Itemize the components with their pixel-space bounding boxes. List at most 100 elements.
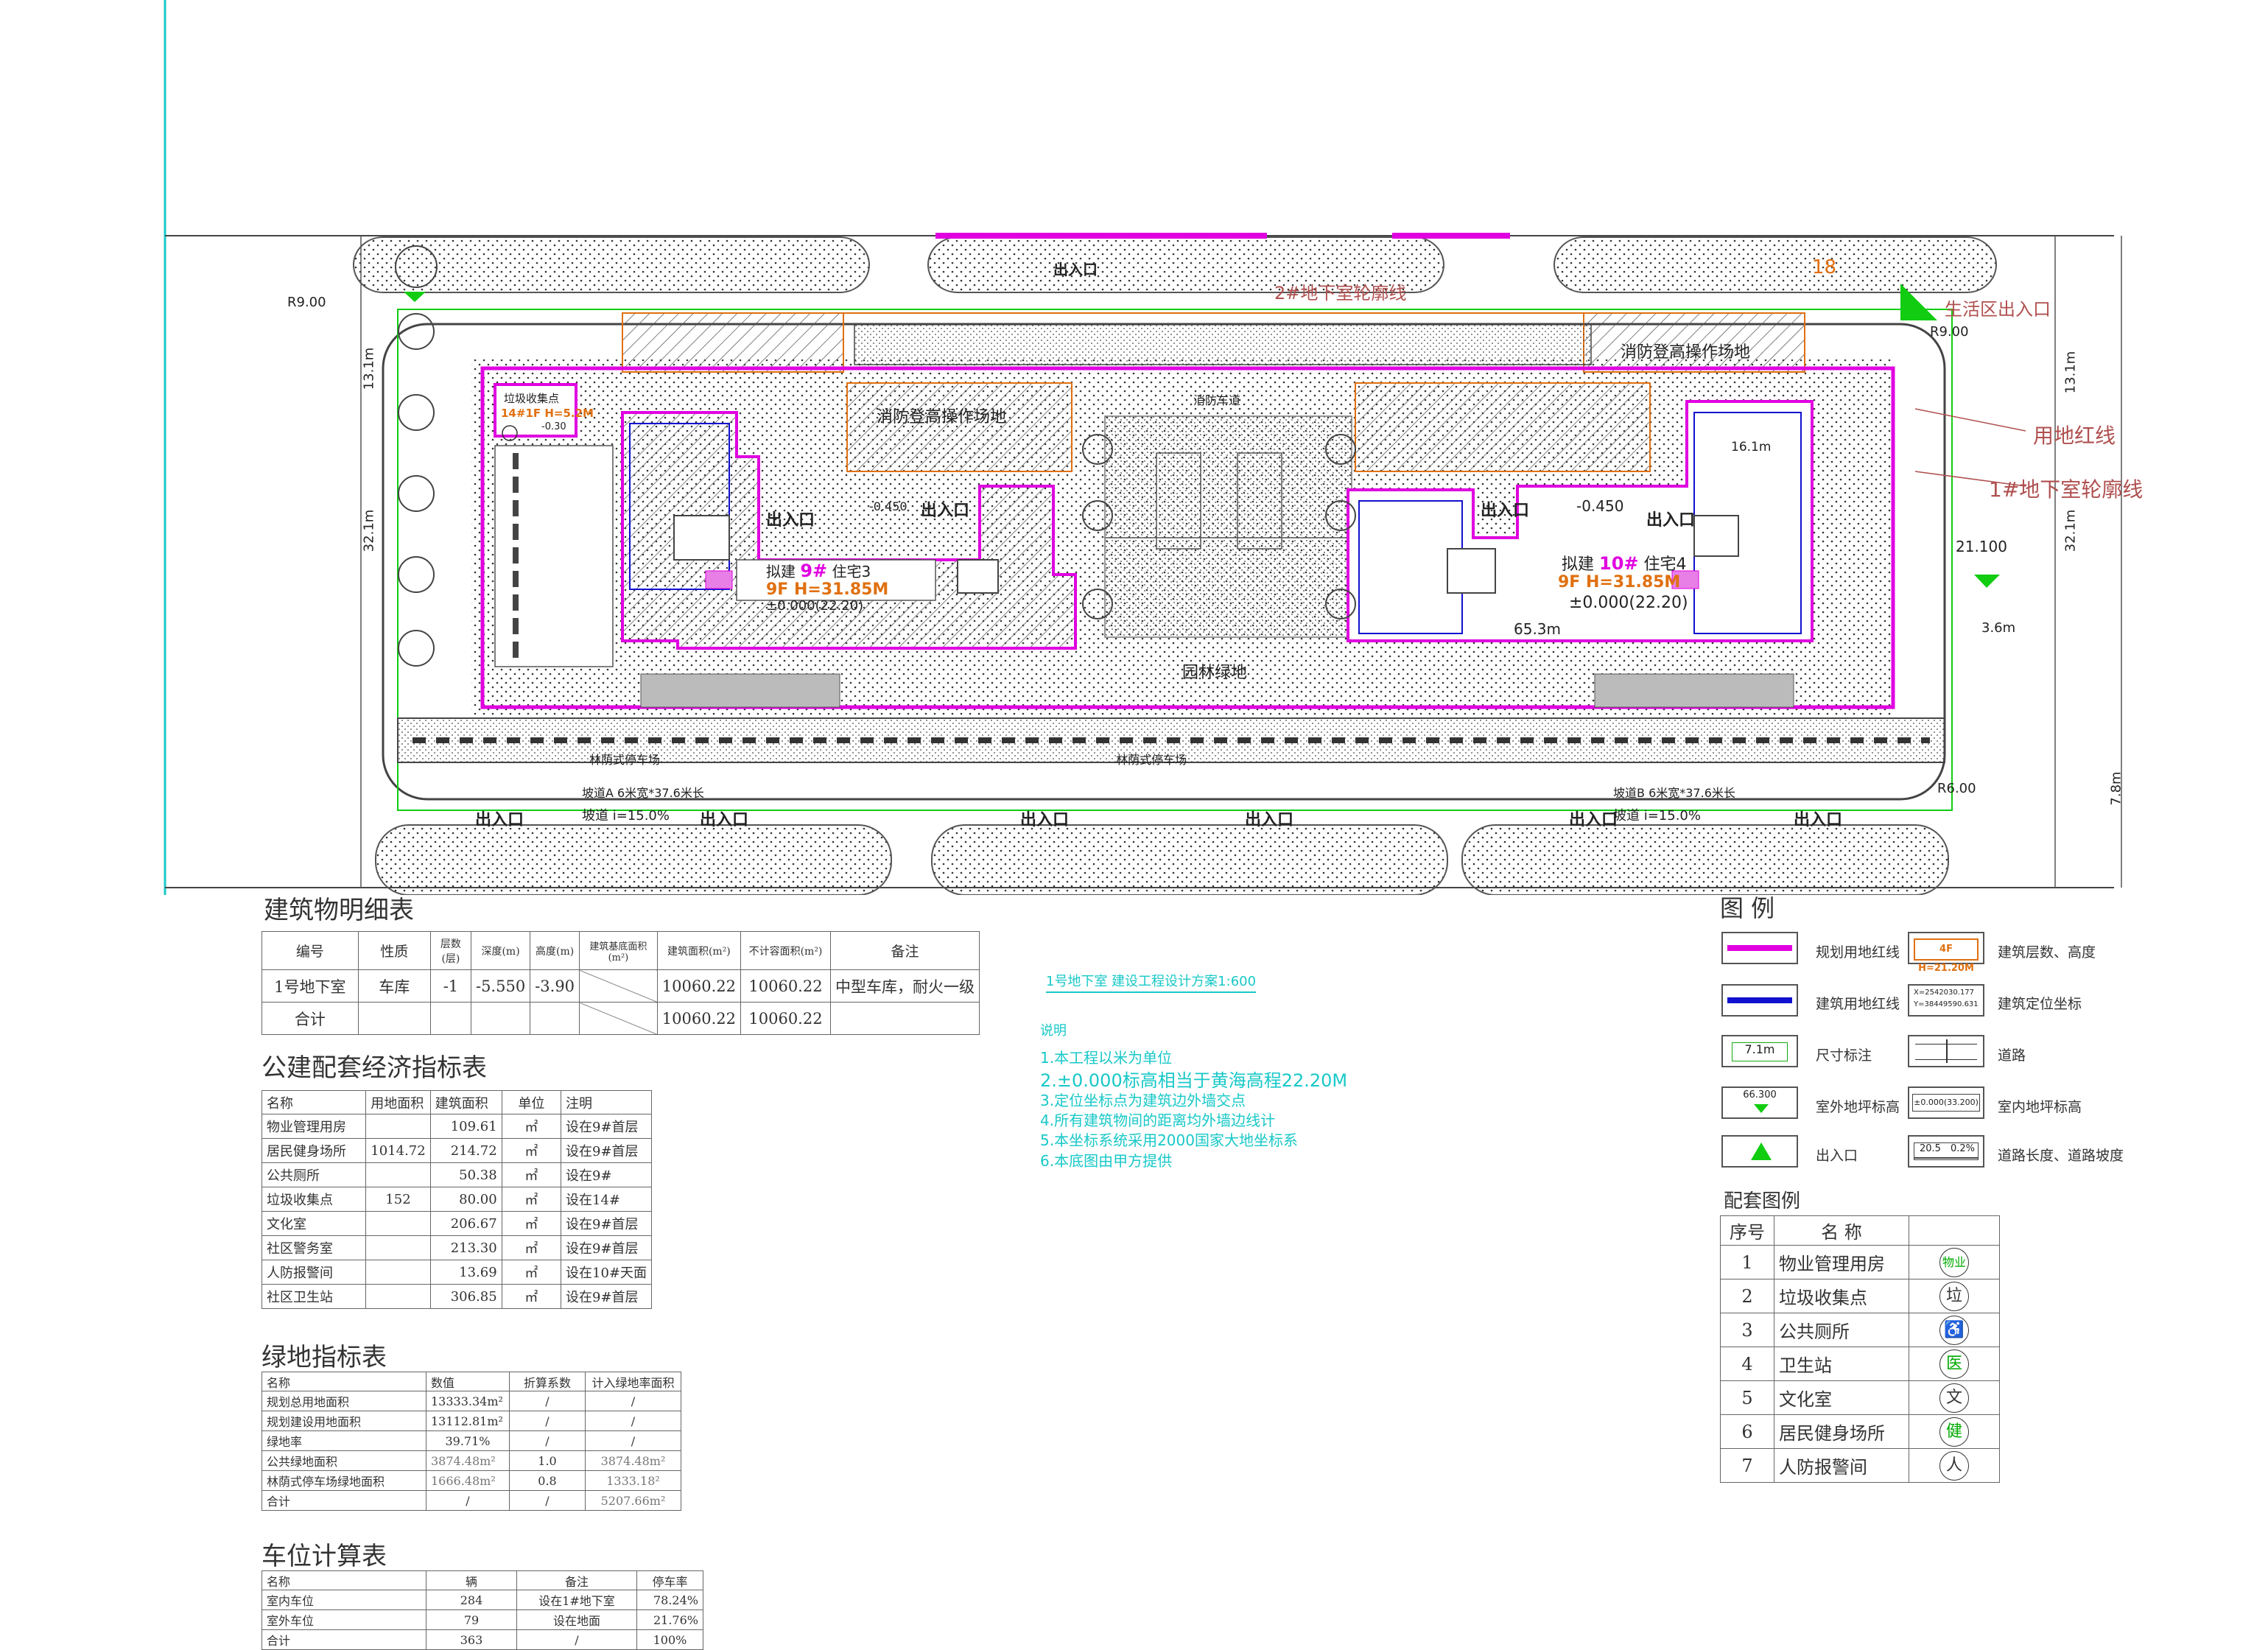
basement-line-label: 1#地下室轮廓线 — [1989, 477, 2144, 502]
building-10-elev: ±0.000(22.20) — [1569, 594, 1688, 612]
culture-room-icon: 文 — [1939, 1383, 1969, 1413]
site-plan-drawing — [164, 0, 2122, 895]
public-table-title: 公建配套经济指标表 — [261, 1053, 487, 1083]
parking-road-right: 林荫式停车场 — [1116, 753, 1187, 767]
legend-outdoor-swatch: 66.300 — [1721, 1086, 1798, 1119]
parking-table-title: 车位计算表 — [261, 1542, 387, 1571]
plan-labels: 出入口 2#地下室轮廓线 18 生活区出入口 消防登高操作场地 消防登高操作场地… — [287, 256, 2144, 993]
table-row: 1号地下室 车库 -1 -5.550 -3.90 10060.22 10060.… — [261, 969, 980, 1003]
legend-build-line-swatch — [1721, 984, 1798, 1017]
dim-36-label: 3.6m — [1981, 620, 2016, 636]
legend-dim-label: 尺寸标注 — [1816, 1047, 1872, 1064]
building-10-spec: 9F H=31.85M — [1558, 573, 1681, 591]
notes-item-4: 4.所有建筑物间的距离均外墙边线计 — [1040, 1112, 1276, 1129]
table-row: 合计//5207.66m² — [261, 1490, 681, 1511]
legend-road-swatch — [1908, 1035, 1984, 1067]
entrance-bottom-4: 出入口 — [1245, 811, 1294, 829]
legend-entrance-swatch — [1721, 1135, 1798, 1168]
legend-road-label: 道路 — [1998, 1047, 2026, 1064]
slope-a-i-label: 坡道 i=15.0% — [582, 808, 670, 824]
notes-title: 说明 — [1040, 1023, 1067, 1039]
plan-title: 1号地下室 建设工程设计方案1:600 — [1046, 971, 1257, 993]
facility-legend-header: 序号 名 称 — [1720, 1215, 2000, 1246]
dim-r9-right: R9.00 — [1930, 324, 1969, 340]
legend-slope-label: 道路长度、道路坡度 — [1998, 1148, 2124, 1164]
building-10-length: 65.3m — [1514, 620, 1562, 638]
legend-coords-swatch: X=2542030.177 Y=38449590.631 — [1908, 984, 1984, 1017]
notes-item-1: 1.本工程以米为单位 — [1040, 1049, 1173, 1067]
legend-floors-label: 建筑层数、高度 — [1998, 944, 2096, 961]
dim-131-right: 13.1m — [2062, 351, 2079, 394]
dim-161-label: 16.1m — [1731, 440, 1772, 454]
building-table-header: 编号 性质 层数(层) 深度(m) 高度(m) 建筑基底面积(m²) 建筑面积(… — [261, 931, 980, 970]
building-9-elev: ±0.000(22.20) — [766, 598, 864, 614]
slope-b-label: 坡道B 6米宽*37.6米长 — [1613, 786, 1735, 800]
dim-r9-left: R9.00 — [287, 295, 326, 310]
legend-indoor-label: 室内地坪标高 — [1998, 1099, 2082, 1115]
legend-slope-swatch: 20.5 0.2% — [1908, 1135, 1984, 1168]
table-row: 合计 10060.22 10060.22 — [261, 1002, 980, 1035]
waste-spec-label: 14#1F H=5.2M — [501, 407, 594, 420]
building-table: 编号 性质 层数(层) 深度(m) 高度(m) 建筑基底面积(m²) 建筑面积(… — [261, 931, 980, 1035]
dim-321-right: 32.1m — [2062, 509, 2079, 552]
civil-defense-alarm-icon: 人 — [1939, 1450, 1969, 1481]
notes-item-5: 5.本坐标系统采用2000国家大地坐标系 — [1040, 1131, 1298, 1149]
legend-coords-label: 建筑定位坐标 — [1998, 996, 2082, 1012]
num-18-label: 18 — [1812, 256, 1837, 278]
dim-r6-right: R6.00 — [1937, 781, 1976, 796]
waste-elev-label: -0.30 — [541, 421, 566, 432]
clinic-icon: 医 — [1939, 1349, 1969, 1379]
notes-item-6: 6.本底图由甲方提供 — [1040, 1152, 1173, 1170]
fire-area-right-label: 消防登高操作场地 — [1621, 343, 1751, 362]
entrance-bottom-6: 出入口 — [1794, 811, 1843, 829]
waste-point-label: 垃圾收集点 — [504, 392, 560, 405]
elev-045-right: -0.450 — [1576, 497, 1624, 515]
parking-table-header: 名称 辆 备注 停车率 — [261, 1570, 703, 1590]
green-table-header: 名称 数值 折算系数 计入绿地率面积 — [261, 1372, 681, 1391]
legend-outdoor-label: 室外地坪标高 — [1816, 1099, 1900, 1115]
legend-title: 图 例 — [1720, 894, 1775, 922]
legend-indoor-swatch: ±0.000(33.200) — [1908, 1086, 1984, 1119]
entrance-b9-left: 出入口 — [766, 511, 815, 530]
notes-item-2: 2.±0.000标高相当于黄海高程22.20M — [1040, 1070, 1348, 1091]
parking-road-left: 林荫式停车场 — [589, 753, 661, 767]
entrance-bottom-5: 出入口 — [1569, 811, 1618, 829]
toilet-icon: ♿ — [1939, 1315, 1969, 1345]
legend-red-line-swatch — [1721, 932, 1798, 964]
notes-item-3: 3.定位坐标点为建筑边外墙交点 — [1040, 1092, 1246, 1109]
red-line-label: 用地红线 — [2033, 424, 2116, 448]
building-9-spec: 9F H=31.85M — [766, 580, 889, 599]
legend-red-line-label: 规划用地红线 — [1816, 944, 1900, 961]
slope-a-label: 坡道A 6米宽*37.6米长 — [582, 786, 704, 800]
entrance-triangle-icon — [1751, 1142, 1772, 1160]
entrance-b10-left: 出入口 — [1481, 502, 1530, 520]
basement-line-2-label: 2#地下室轮廓线 — [1274, 283, 1407, 303]
dim-321-left: 32.1m — [361, 509, 377, 552]
elev-21100-label: 21.100 — [1956, 538, 2007, 555]
life-entrance-label: 生活区出入口 — [1945, 299, 2051, 320]
legend-floors-swatch: 4F H=21.20M — [1908, 932, 1984, 974]
